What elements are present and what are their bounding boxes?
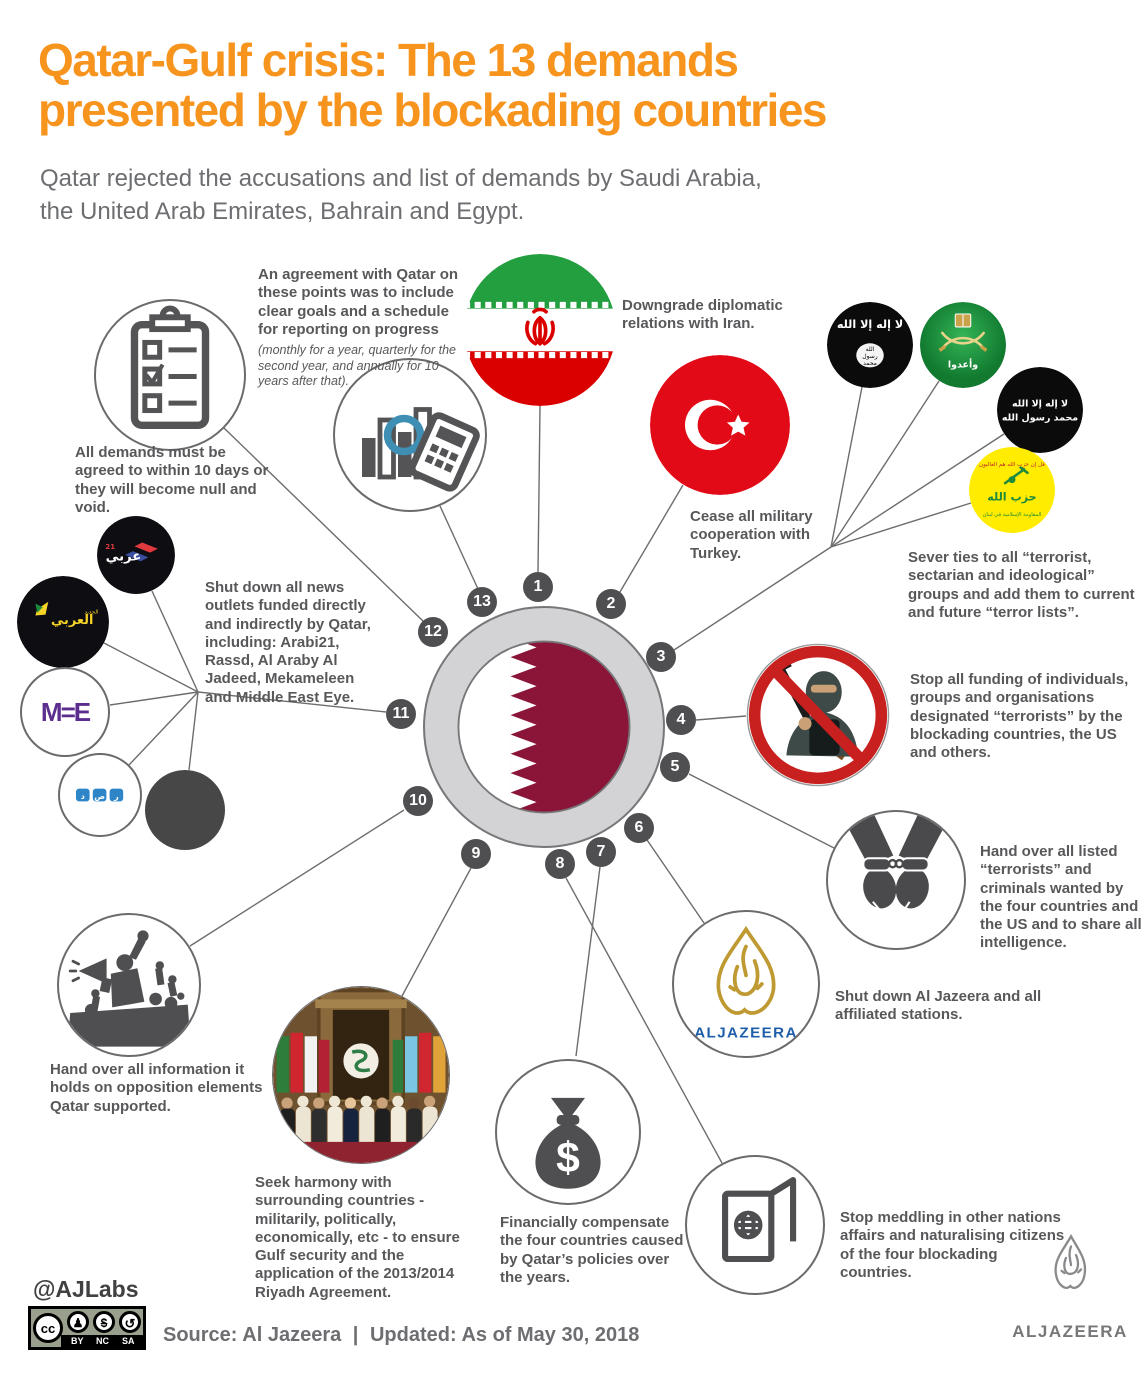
demand-5-text: Hand over all listed “terrorists” and cr…	[980, 843, 1142, 952]
node-6: 6	[624, 813, 654, 843]
alaraby-logo-icon: العربي الجديد	[17, 576, 109, 668]
qatar-flag-icon	[451, 634, 637, 820]
demand-9-text: Seek harmony with surrounding countries …	[255, 1174, 460, 1301]
svg-text:ص: ص	[94, 792, 105, 802]
middle-east-eye-logo-icon: M=E	[20, 667, 110, 757]
node-5: 5	[660, 752, 690, 782]
center-ring	[423, 606, 665, 848]
demand-2-text: Cease all military cooperation with Turk…	[690, 508, 813, 562]
node-10: 10	[403, 786, 433, 816]
svg-text:ر: ر	[113, 792, 119, 801]
svg-text:الجديد: الجديد	[84, 610, 99, 616]
demand-12-text: All demands must be agreed to within 10 …	[75, 444, 269, 516]
svg-text:محمد رسول الله: محمد رسول الله	[1002, 412, 1078, 423]
source-line: Source: Al Jazeera | Updated: As of May …	[163, 1324, 645, 1347]
protest-crowd-icon	[57, 913, 201, 1057]
demand-6-text: Shut down Al Jazeera and all affiliated …	[835, 988, 1042, 1024]
banned-terrorist-icon	[746, 643, 890, 787]
svg-text:قل إن حزب الله هم الغالبون: قل إن حزب الله هم الغالبون	[979, 462, 1045, 468]
ajlabs-handle: @AJLabs	[33, 1276, 139, 1302]
shahada-flag-icon: لا إله إلا الله محمد رسول الله	[997, 367, 1083, 453]
arabi21-logo-icon: عربي 21	[97, 516, 175, 594]
svg-text:$: $	[556, 1134, 580, 1182]
node-3: 3	[646, 642, 676, 672]
node-1: 1	[523, 572, 553, 602]
node-9: 9	[461, 839, 491, 869]
turkey-flag-icon	[650, 355, 790, 495]
nc-icon: $	[93, 1311, 115, 1333]
al-jazeera-flame-icon	[1035, 1232, 1107, 1318]
iran-flag-icon	[464, 254, 616, 406]
source-text: Source: Al Jazeera	[163, 1324, 342, 1346]
node-12: 12	[418, 617, 448, 647]
by-label: BY	[71, 1336, 84, 1346]
rassd-logo-icon: د ص ر	[58, 753, 142, 837]
svg-text:لا إله إلا الله: لا إله إلا الله	[837, 318, 903, 331]
money-bag-icon: $	[495, 1059, 641, 1205]
cc-license-badge: cc ♟ $ ↺ BY NC SA	[28, 1306, 146, 1350]
demand-13-text: An agreement with Qatar on these points …	[258, 266, 463, 390]
svg-text:ALJAZEERA: ALJAZEERA	[694, 1024, 798, 1041]
svg-text:الله: الله	[866, 346, 875, 353]
svg-text:وأعدوا: وأعدوا	[948, 357, 978, 370]
demand-10-text: Hand over all information it holds on op…	[50, 1061, 263, 1115]
handcuffs-icon	[826, 810, 966, 950]
chart-calculator-icon	[333, 358, 487, 512]
demand-4-text: Stop all funding of individuals, groups …	[910, 671, 1129, 762]
muslim-brotherhood-icon: وأعدوا	[920, 302, 1006, 388]
svg-text:رسول: رسول	[862, 353, 878, 360]
sa-icon: ↺	[119, 1311, 141, 1333]
page-subtitle: Qatar rejected the accusations and list …	[40, 165, 762, 226]
al-jazeera-wordmark: ALJAZEERA	[1012, 1322, 1128, 1341]
node-7: 7	[586, 837, 616, 867]
node-13: 13	[467, 587, 497, 617]
tawhid-flag-icon: لا إله إلا الله الله رسول محمد	[827, 302, 913, 388]
svg-text:د: د	[81, 792, 85, 801]
passport-icon	[685, 1155, 825, 1295]
svg-text:21: 21	[105, 542, 115, 551]
node-8: 8	[545, 849, 575, 879]
cc-strip	[61, 1335, 143, 1347]
svg-text:عربي: عربي	[106, 549, 142, 564]
node-4: 4	[666, 705, 696, 735]
demand-13-italic: (monthly for a year, quarterly for the s…	[258, 343, 457, 389]
riyadh-summit-photo	[272, 986, 450, 1164]
svg-text:العربي: العربي	[51, 613, 93, 628]
checklist-icon	[94, 299, 246, 451]
hezbollah-flag-icon: قل إن حزب الله هم الغالبون حزب الله المق…	[969, 447, 1055, 533]
demand-8-text: Stop meddling in other nations affairs a…	[840, 1209, 1065, 1281]
page-title: Qatar-Gulf crisis: The 13 demands presen…	[38, 34, 828, 136]
updated-text: Updated: As of May 30, 2018	[369, 1324, 640, 1346]
demand-7-text: Financially compensate the four countrie…	[500, 1214, 684, 1286]
al-jazeera-logo-icon: ALJAZEERA	[672, 910, 820, 1058]
svg-text:لا إله إلا الله: لا إله إلا الله	[1012, 399, 1068, 410]
demand-11-text: Shut down all news outlets funded direct…	[205, 579, 371, 706]
nc-label: NC	[96, 1336, 109, 1346]
svg-text:محمد: محمد	[863, 360, 877, 367]
demand-1-text: Downgrade diplomatic relations with Iran…	[622, 297, 783, 333]
svg-text:حزب الله: حزب الله	[987, 490, 1036, 503]
by-icon: ♟	[67, 1311, 89, 1333]
demand-3-text: Sever ties to all “terrorist, sectarian …	[908, 549, 1135, 621]
cc-icon: cc	[33, 1313, 63, 1343]
mekameleen-logo-icon	[145, 770, 225, 850]
source-separator: |	[352, 1324, 359, 1346]
demand-13-bold: An agreement with Qatar on these points …	[258, 266, 459, 338]
node-11: 11	[386, 699, 416, 729]
node-2: 2	[596, 589, 626, 619]
sa-label: SA	[122, 1336, 135, 1346]
svg-text:المقاومة الإسلامية في لبنان: المقاومة الإسلامية في لبنان	[983, 512, 1042, 518]
